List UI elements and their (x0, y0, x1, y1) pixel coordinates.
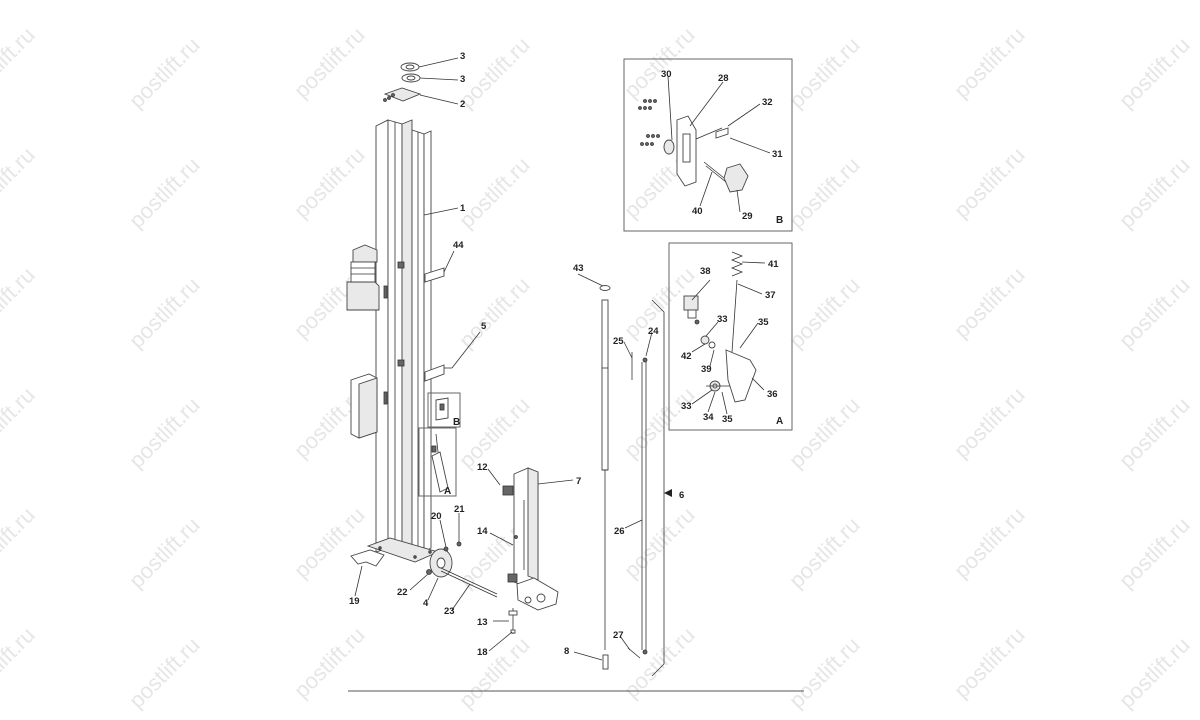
callout-numbers: 3 3 2 1 44 5 12 7 14 20 21 19 22 4 23 13… (349, 51, 783, 658)
control-box (350, 373, 378, 439)
callout-38: 38 (700, 266, 711, 277)
callout-33: 33 (681, 401, 692, 412)
callout-3: 3 (460, 51, 465, 62)
motor-assembly (346, 244, 380, 311)
cable-assembly (627, 299, 672, 677)
callout-41: 41 (768, 259, 779, 270)
callout-21: 21 (454, 504, 465, 515)
callout-2: 2 (460, 99, 465, 110)
inset-b-label: B (453, 417, 460, 428)
inset-b (427, 392, 461, 428)
part-19 (350, 549, 385, 567)
callout-31: 31 (772, 149, 783, 160)
callout-1: 1 (460, 203, 466, 214)
callout-22: 22 (397, 587, 408, 598)
callout-39: 39 (701, 364, 712, 375)
carriage-7 (502, 467, 559, 611)
callout-40: 40 (692, 206, 703, 217)
callout-33: 33 (717, 314, 728, 325)
callout-7: 7 (576, 476, 581, 487)
callout-43: 43 (573, 263, 584, 274)
callout-4: 4 (423, 598, 429, 609)
callout-5: 5 (481, 321, 487, 332)
callout-27: 27 (613, 630, 624, 641)
plate-44 (424, 267, 445, 283)
callout-24: 24 (648, 326, 659, 337)
callout-20: 20 (431, 511, 442, 522)
detail-box-b-label: B (776, 215, 783, 226)
callout-30: 30 (661, 69, 672, 80)
callout-37: 37 (765, 290, 776, 301)
callout-42: 42 (681, 351, 692, 362)
callout-3: 3 (460, 74, 465, 85)
callout-14: 14 (477, 526, 488, 537)
bracket-5 (424, 364, 452, 382)
callout-25: 25 (613, 336, 624, 347)
wheel-assembly (426, 541, 498, 598)
callout-19: 19 (349, 596, 360, 607)
callout-18: 18 (477, 647, 488, 658)
callout-6: 6 (679, 490, 684, 501)
inset-a-label: A (444, 486, 451, 497)
detail-box-b (623, 58, 793, 232)
detail-box-a (668, 242, 793, 431)
inset-a (418, 427, 457, 497)
callout-36: 36 (767, 389, 778, 400)
callout-32: 32 (762, 97, 773, 108)
detail-letters: B A B A (444, 215, 783, 497)
leader-lines (354, 57, 771, 661)
callout-35: 35 (758, 317, 769, 328)
detail-box-a-label: A (776, 416, 783, 427)
callout-26: 26 (614, 526, 625, 537)
callout-28: 28 (718, 73, 729, 84)
callout-23: 23 (444, 606, 455, 617)
callout-29: 29 (742, 211, 753, 222)
callout-8: 8 (564, 646, 569, 657)
callout-35: 35 (722, 414, 733, 425)
bolt-13-18 (508, 608, 518, 634)
callout-12: 12 (477, 462, 488, 473)
top-cap-parts (383, 62, 422, 102)
callout-34: 34 (703, 412, 714, 423)
callout-44: 44 (453, 240, 464, 251)
shaft-43 (599, 285, 611, 670)
callout-13: 13 (477, 617, 488, 628)
